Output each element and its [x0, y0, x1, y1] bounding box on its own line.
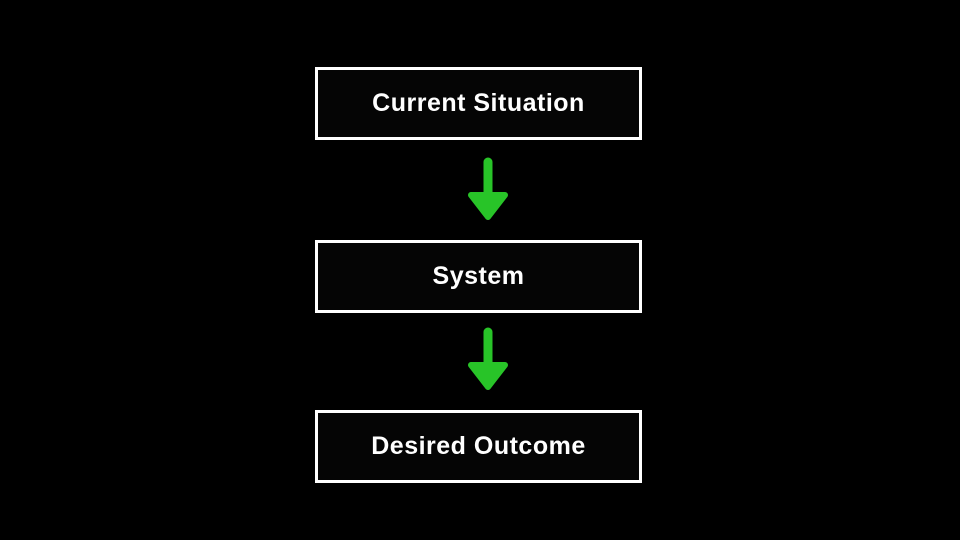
node-current-situation: Current Situation	[315, 67, 642, 140]
down-arrow-icon	[468, 327, 508, 390]
node-desired-outcome-label: Desired Outcome	[371, 432, 586, 460]
node-desired-outcome: Desired Outcome	[315, 410, 642, 483]
node-current-situation-label: Current Situation	[372, 89, 585, 117]
node-system-label: System	[432, 262, 525, 290]
node-system: System	[315, 240, 642, 313]
down-arrow-icon	[468, 157, 508, 220]
